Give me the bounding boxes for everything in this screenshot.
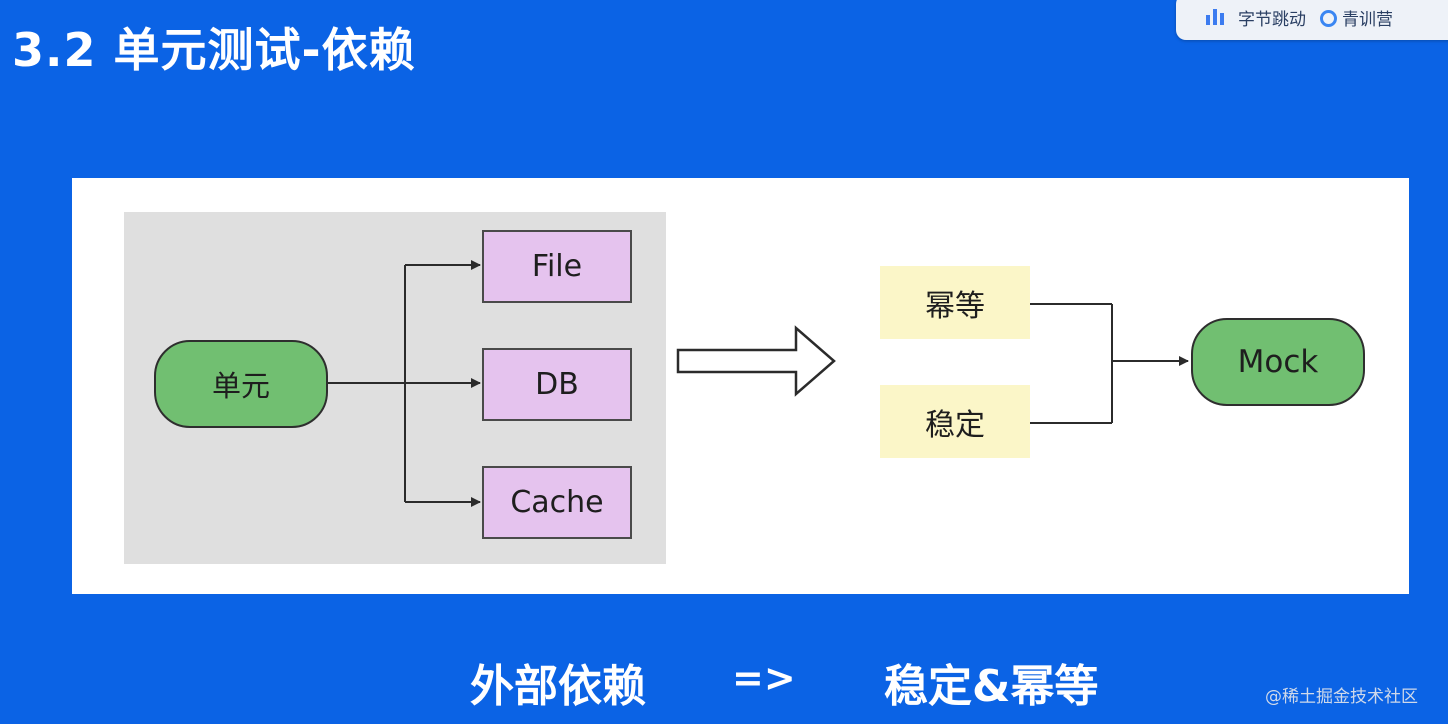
file-node: File — [482, 230, 632, 303]
bytedance-logo-icon — [1206, 9, 1224, 25]
caption-arrow: => — [732, 656, 796, 700]
cache-node: Cache — [482, 466, 632, 539]
qingxunying-logo-icon — [1320, 9, 1337, 27]
qingxunying-logo: 青训营 — [1320, 5, 1393, 30]
caption-external-dependency: 外部依赖 — [470, 661, 646, 712]
mock-node: Mock — [1191, 318, 1365, 406]
stable-node: 稳定 — [880, 385, 1030, 458]
qingxunying-logo-text: 青训营 — [1342, 9, 1393, 30]
caption-stable-idempotent: 稳定&幂等 — [884, 661, 1099, 712]
idempotent-node: 幂等 — [880, 266, 1030, 339]
slide-title: 3.2 单元测试-依赖 — [12, 23, 416, 77]
db-node: DB — [482, 348, 632, 421]
unit-node: 单元 — [154, 340, 328, 428]
bytedance-logo-text: 字节跳动 — [1238, 9, 1306, 30]
watermark: @稀土掘金技术社区 — [1265, 687, 1418, 707]
diagram-panel: 单元 File DB Cache 幂等 稳定 Mock — [72, 178, 1409, 594]
process-arrow-icon — [676, 325, 836, 397]
brand-logo-bar: 字节跳动 青训营 — [1176, 0, 1448, 40]
